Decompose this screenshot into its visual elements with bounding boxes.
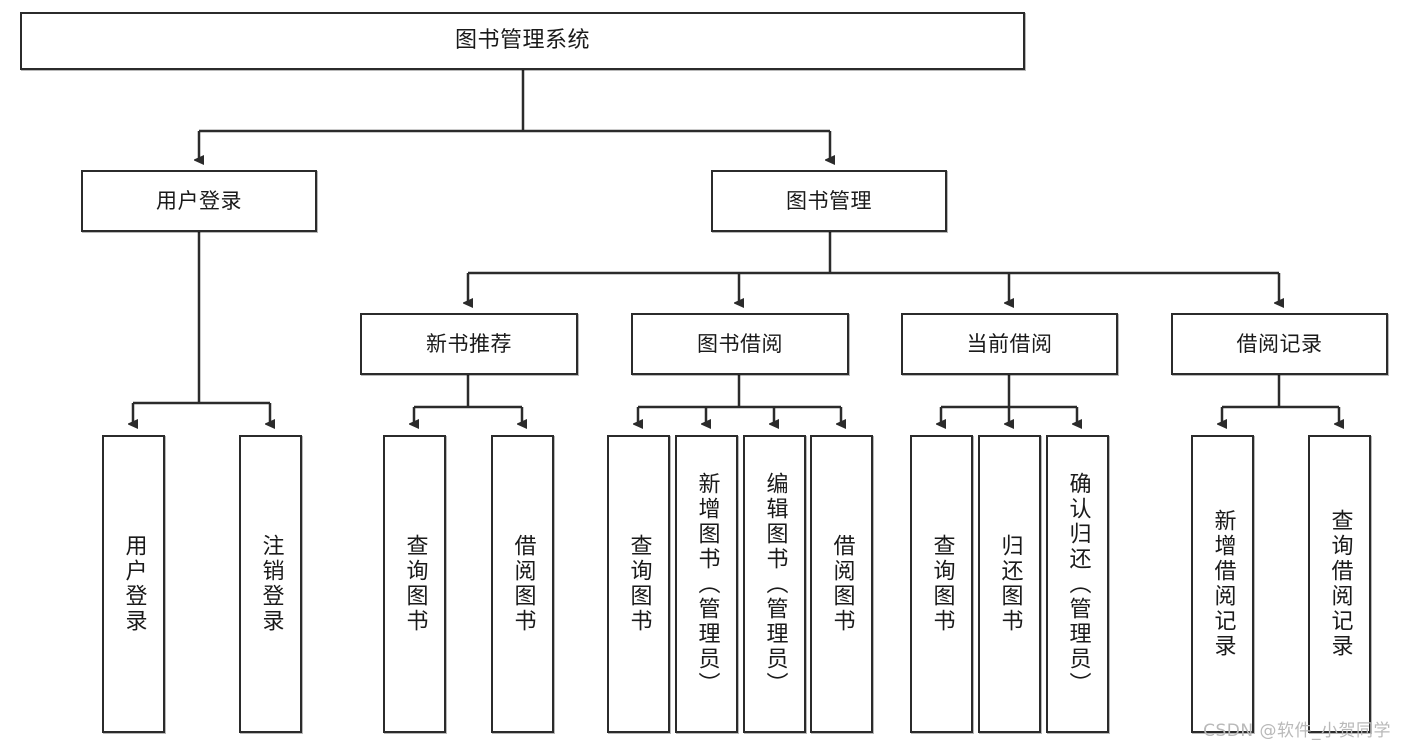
node-label: 查询图书: [929, 534, 955, 634]
leaf-borrow-add-book-admin[interactable]: 新增图书（管理员）: [675, 435, 738, 733]
node-label: 图书借阅: [697, 331, 783, 356]
leaf-borrow-edit-book-admin[interactable]: 编辑图书（管理员）: [743, 435, 806, 733]
leaf-records-add[interactable]: 新增借阅记录: [1191, 435, 1254, 733]
leaf-user-login-signin[interactable]: 用户登录: [102, 435, 165, 733]
node-book-borrow[interactable]: 图书借阅: [631, 313, 849, 375]
node-label: 确认归还（管理员）: [1065, 471, 1091, 697]
node-label: 查询图书: [402, 534, 428, 634]
node-user-login[interactable]: 用户登录: [81, 170, 317, 232]
node-book-management[interactable]: 图书管理: [711, 170, 947, 232]
node-label: 新书推荐: [426, 331, 512, 356]
node-label: 借阅图书: [829, 534, 855, 634]
node-borrow-records[interactable]: 借阅记录: [1171, 313, 1388, 375]
leaf-new-books-query[interactable]: 查询图书: [383, 435, 446, 733]
leaf-records-query[interactable]: 查询借阅记录: [1308, 435, 1371, 733]
node-label: 新增图书（管理员）: [694, 471, 720, 697]
node-label: 编辑图书（管理员）: [762, 471, 788, 697]
node-current-borrow[interactable]: 当前借阅: [901, 313, 1118, 375]
node-label: 归还图书: [997, 534, 1023, 634]
node-label: 当前借阅: [966, 331, 1053, 356]
leaf-current-confirm-return-admin[interactable]: 确认归还（管理员）: [1046, 435, 1109, 733]
leaf-borrow-borrow-book[interactable]: 借阅图书: [810, 435, 873, 733]
leaf-user-login-signout[interactable]: 注销登录: [239, 435, 302, 733]
node-label: 查询图书: [626, 534, 652, 634]
node-label: 用户登录: [156, 188, 242, 213]
node-label: 借阅记录: [1236, 331, 1323, 356]
node-label: 查询借阅记录: [1327, 509, 1353, 659]
node-label: 新增借阅记录: [1210, 509, 1236, 659]
node-root-system[interactable]: 图书管理系统: [20, 12, 1025, 70]
leaf-borrow-query[interactable]: 查询图书: [607, 435, 670, 733]
node-label: 借阅图书: [510, 534, 536, 634]
node-label: 用户登录: [121, 534, 147, 634]
watermark-text: CSDN @软件_小贺同学: [1203, 721, 1391, 741]
node-label: 图书管理系统: [454, 28, 590, 54]
leaf-new-books-borrow[interactable]: 借阅图书: [491, 435, 554, 733]
leaf-current-query[interactable]: 查询图书: [910, 435, 973, 733]
node-new-book-recommend[interactable]: 新书推荐: [360, 313, 578, 375]
node-label: 注销登录: [258, 534, 284, 634]
node-label: 图书管理: [786, 188, 872, 213]
leaf-current-return[interactable]: 归还图书: [978, 435, 1041, 733]
